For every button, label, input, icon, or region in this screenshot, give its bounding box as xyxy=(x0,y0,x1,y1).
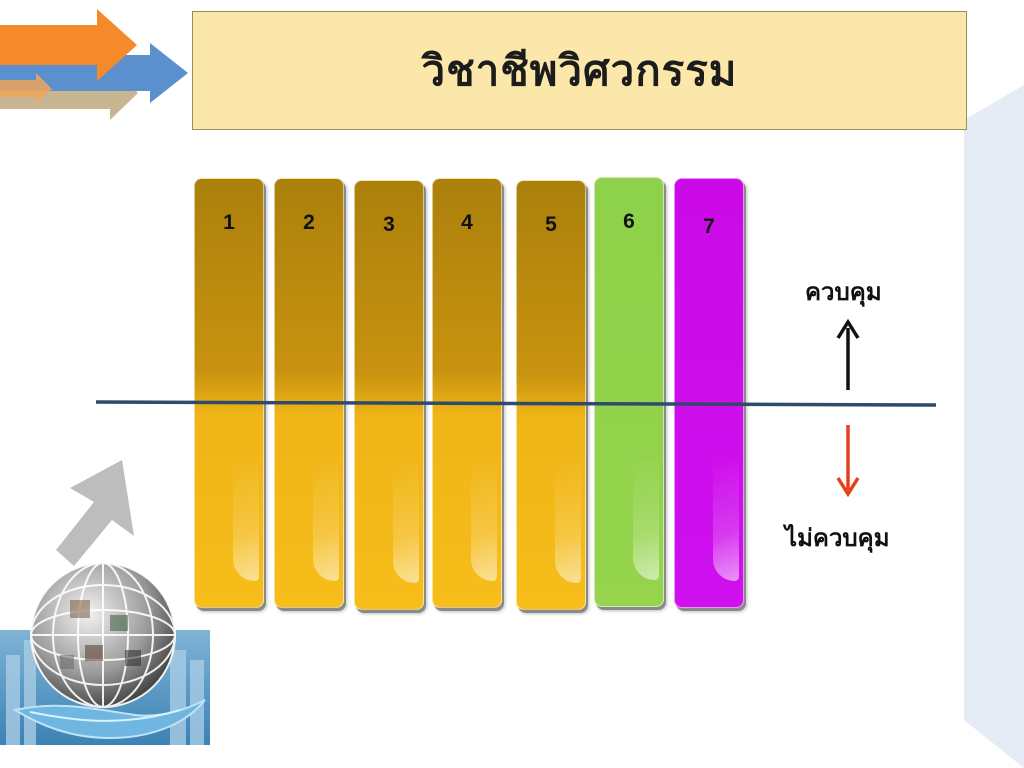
arrow-down-icon xyxy=(836,425,860,498)
bar-gloss xyxy=(393,463,419,583)
bar-gloss xyxy=(233,461,259,581)
bar-7: 7 xyxy=(674,178,744,608)
bar-4: 4 xyxy=(432,178,502,608)
bar-label-7: 7 xyxy=(703,215,715,238)
bar-label-1: 1 xyxy=(223,211,235,234)
title-box: วิชาชีพวิศวกรรม xyxy=(192,11,967,130)
divider-line xyxy=(95,400,937,407)
bar-gloss xyxy=(555,463,581,583)
bar-gloss xyxy=(633,460,659,580)
bar-label-4: 4 xyxy=(461,211,473,234)
slide-title: วิชาชีพวิศวกรรม xyxy=(421,45,738,95)
label-controlled: ควบคุม xyxy=(805,277,882,306)
bar-6: 6 xyxy=(594,177,664,607)
bar-label-3: 3 xyxy=(383,213,395,236)
globe-hand-illustration xyxy=(0,562,210,745)
bar-label-6: 6 xyxy=(623,210,635,233)
bar-gloss xyxy=(471,461,497,581)
bar-gloss xyxy=(313,461,339,581)
bar-5: 5 xyxy=(516,180,586,610)
bar-1: 1 xyxy=(194,178,264,608)
arrow-up-icon xyxy=(836,318,860,390)
bar-gloss xyxy=(713,461,739,581)
right-decor-panel xyxy=(964,85,1024,768)
deco-arrows-icon xyxy=(0,9,188,120)
label-uncontrolled: ไม่ควบคุม xyxy=(785,523,890,552)
bar-2: 2 xyxy=(274,178,344,608)
bar-label-2: 2 xyxy=(303,211,315,234)
gray-up-arrow-icon xyxy=(56,460,134,566)
bar-label-5: 5 xyxy=(545,213,557,236)
bar-3: 3 xyxy=(354,180,424,610)
